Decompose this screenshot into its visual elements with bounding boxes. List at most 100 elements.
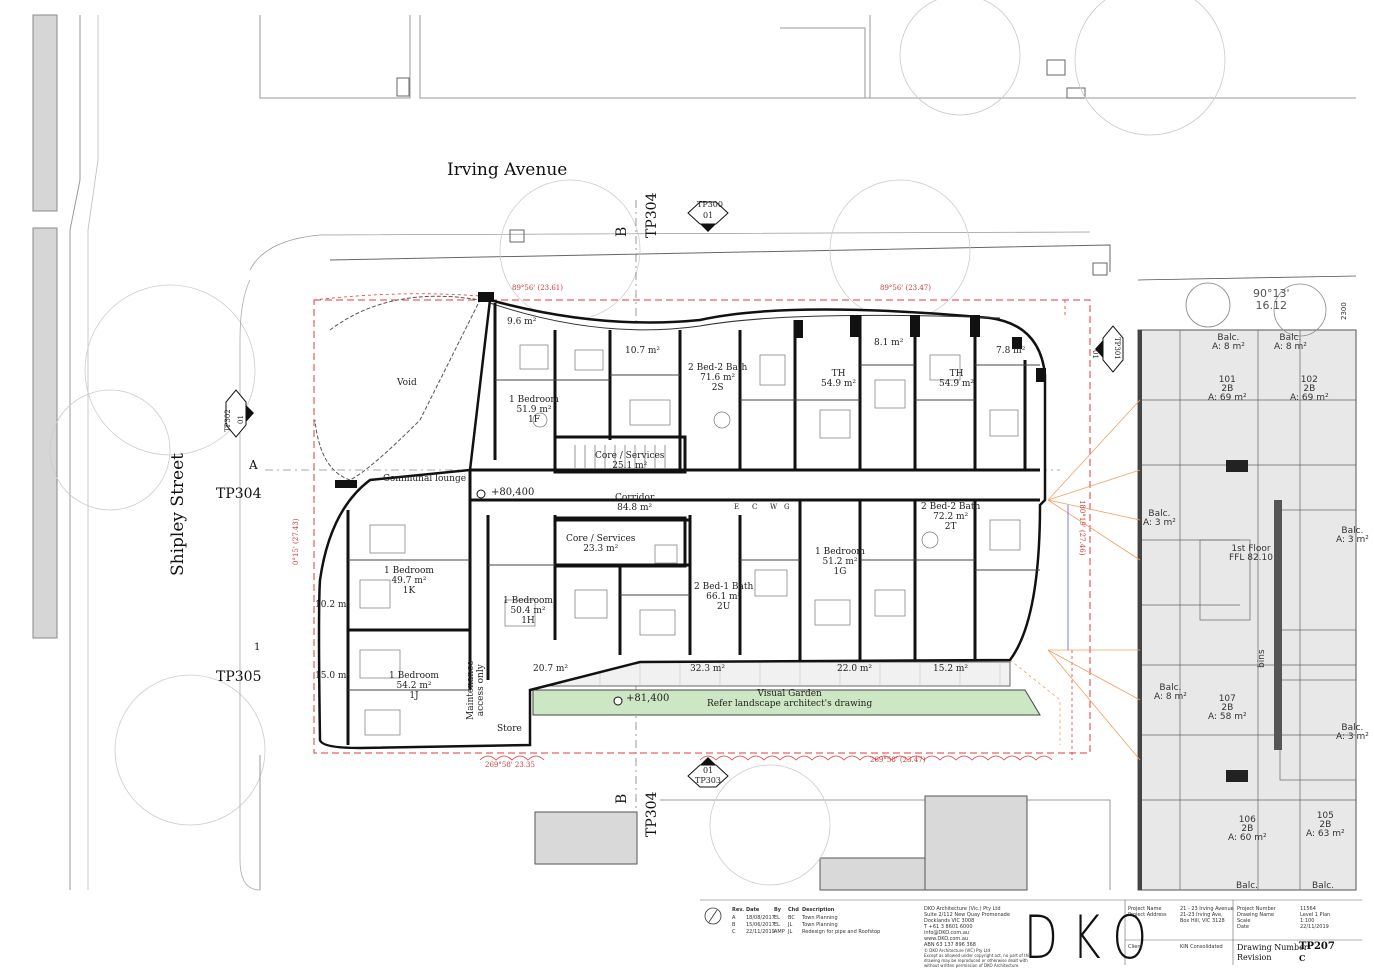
balcony-area: 15.0 m² <box>315 671 351 681</box>
unit-2u: 2 Bed-1 Bath 66.1 m² 2U <box>694 582 753 612</box>
unit-area: A: 63 m² <box>1306 829 1345 839</box>
level-garden: +81,400 <box>626 693 670 704</box>
corridor-name: Corridor <box>615 493 655 503</box>
unit-id: 1G <box>833 567 847 577</box>
neighbour-balcony-d: Balc. <box>1236 882 1258 891</box>
firm-line: ABN 63 137 896 368 <box>924 942 976 948</box>
section-marker-left-arrow <box>246 405 254 422</box>
maintenance-line-2: access only <box>476 664 486 717</box>
unit-2t: 2 Bed-2 Bath 72.2 m² 2T <box>921 502 980 532</box>
overlooking-leaders <box>1047 399 1141 761</box>
unit-area: 54.2 m² <box>396 681 432 691</box>
project-name: 21 - 23 Irving Avenue <box>1180 906 1234 912</box>
drawing-name: Level 1 Plan <box>1300 912 1331 918</box>
section-ref-top: TP304 <box>644 192 660 238</box>
furniture <box>359 344 1021 736</box>
balc-area: A: 3 m² <box>1336 535 1369 545</box>
unit-1h: 1 Bedroom 50.4 m² 1H <box>503 596 553 626</box>
neighbour-wall <box>1138 330 1142 890</box>
bearing-bottom-left: 269°58' 23.35 <box>485 761 535 769</box>
dko-logo: DKO <box>1024 904 1161 973</box>
rev-cell: AMP <box>774 929 785 935</box>
unit-id: 1H <box>521 616 535 626</box>
copyright-line: without written permission of DKO Archit… <box>924 963 1020 968</box>
neighbour-bearing-angle: 90°13' <box>1253 287 1290 300</box>
balc-label: Balc. <box>1312 881 1334 891</box>
visual-garden-label: Visual Garden Refer landscape architect'… <box>707 689 872 709</box>
core-mid <box>553 516 687 568</box>
balc-area: A: 3 m² <box>1143 518 1176 528</box>
section-b-bottom: B <box>614 793 630 804</box>
pit <box>1066 87 1086 99</box>
footpath-curve <box>239 279 261 891</box>
tree-canopy <box>1074 0 1226 136</box>
desc-col: Description <box>802 907 835 913</box>
street-name-irving: Irving Avenue <box>447 160 568 180</box>
unit-number: 106 <box>1238 815 1256 825</box>
unit-type: TH <box>831 369 846 379</box>
section-a-left: A <box>249 458 258 472</box>
unit-type: 1 Bedroom <box>509 395 559 405</box>
project-address: Box Hill, VIC 3128 <box>1180 918 1225 924</box>
kerb-line <box>249 231 1091 271</box>
section-ref-left: TP304 <box>216 486 262 502</box>
core-mid-area: 23.3 m² <box>583 544 619 554</box>
project-number: 11564 <box>1300 906 1316 912</box>
unit-type: TH <box>949 369 964 379</box>
balcony-area: 8.1 m² <box>874 338 904 348</box>
unit-type: 2B <box>1319 820 1332 830</box>
building-envelope <box>317 298 1047 750</box>
core-top <box>553 435 687 474</box>
rev-cell: 18/08/2017 <box>746 915 775 921</box>
scale: 1:100 <box>1300 918 1315 924</box>
left-neighbour-strip <box>32 14 58 212</box>
number-labels: Project Number Drawing Name Scale Date <box>1237 906 1276 930</box>
balc-area: A: 8 m² <box>1212 342 1245 352</box>
date-col: Date <box>746 907 760 913</box>
pit <box>396 77 410 97</box>
marker-left-label-1: TP302 <box>224 409 232 432</box>
unit-number: 107 <box>1218 694 1236 704</box>
stair-treads <box>574 445 666 468</box>
top-lot-outline <box>419 15 871 99</box>
balc-area: A: 8 m² <box>1274 342 1307 352</box>
project-values: 21 - 23 Irving Avenue 21-23 Irving Ave, … <box>1180 906 1234 924</box>
unit-area: 50.4 m² <box>510 606 546 616</box>
scalloped-boundary <box>1064 300 1073 760</box>
neighbour-unit-102: 102 2B A: 69 m² <box>1290 376 1329 403</box>
bearing-bottom-right: 269°58' (23.47) <box>870 756 926 764</box>
neighbour-wall <box>1226 460 1248 472</box>
communal-lounge-label: Communal lounge <box>383 474 467 484</box>
section-marker-bottom-arrow <box>700 757 716 765</box>
ecwg-e: E <box>734 503 740 511</box>
client-value: KIN Consolidated <box>1180 944 1223 950</box>
grid-1-left: 1 <box>254 642 261 653</box>
neighbour-tree <box>1185 282 1231 328</box>
balcony-area: 22.0 m² <box>837 664 873 674</box>
rev-col: Rev. <box>732 907 744 913</box>
unit-type: 1 Bedroom <box>503 596 553 606</box>
left-boundary-line <box>69 15 81 890</box>
unit-2s: 2 Bed-2 Bath 71.6 m² 2S <box>688 363 747 393</box>
section-marker-left <box>225 389 247 438</box>
ecwg-c: C <box>752 503 758 511</box>
balcony-area: 20.7 m² <box>533 664 569 674</box>
unit-type: 2B <box>1241 824 1254 834</box>
tree-canopy <box>114 674 266 826</box>
core-mid-label: Core / Services 23.3 m² <box>566 534 635 554</box>
corridor-area: 84.8 m² <box>617 503 653 513</box>
unit-number: 101 <box>1218 375 1236 385</box>
balcony-area: 7.8 m² <box>996 346 1026 356</box>
title-boundary-inner <box>313 293 481 301</box>
tree-canopy <box>709 764 831 886</box>
firm-line: Suite 2/112 New Quay Promenade <box>924 912 1010 918</box>
pit <box>1092 262 1108 276</box>
balcony-area: 9.6 m² <box>507 317 537 327</box>
unit-1j: 1 Bedroom 54.2 m² 1J <box>389 671 439 701</box>
tree-canopy <box>49 389 171 511</box>
unit-type: 1 Bedroom <box>815 547 865 557</box>
rev-cell: 15/06/2017 <box>746 922 775 928</box>
neighbour-balcony-102: Balc. A: 8 m² <box>1274 334 1307 352</box>
unit-area: 72.2 m² <box>933 512 969 522</box>
